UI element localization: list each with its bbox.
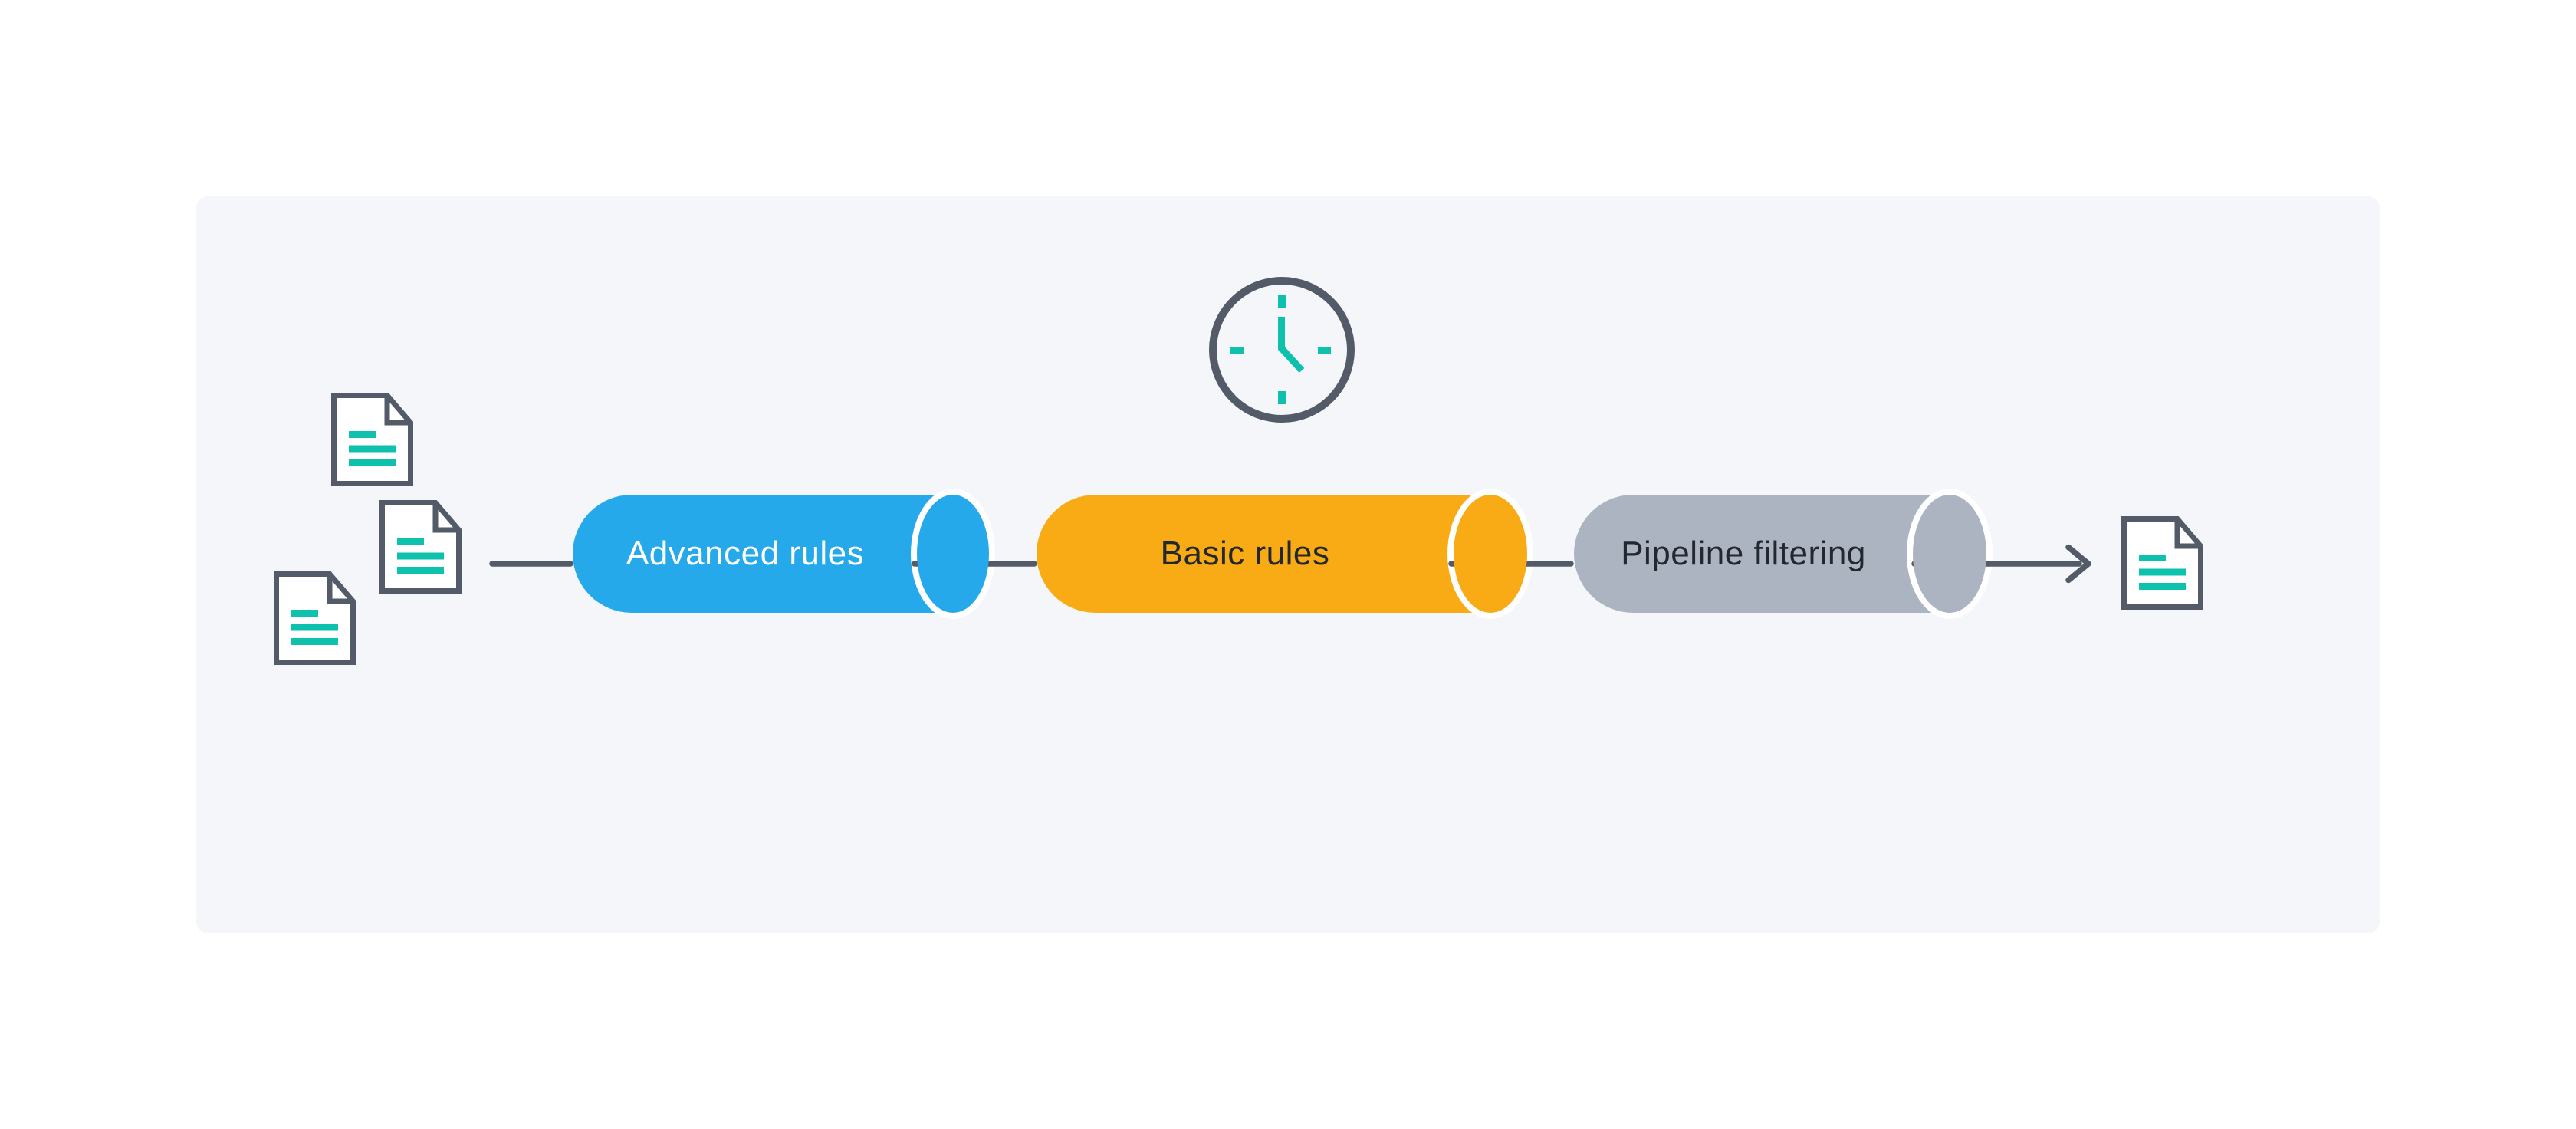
output-document-icon — [2124, 519, 2201, 607]
input-documents-group — [277, 396, 459, 663]
clock-tick-3 — [1318, 347, 1331, 354]
input-document-icon-1 — [334, 396, 411, 484]
advanced-rules-cylinder-body — [573, 495, 953, 613]
arrow-right-icon — [2065, 544, 2091, 584]
clock-tick-9 — [1230, 347, 1244, 354]
advanced-rules-cap — [917, 495, 989, 613]
clock-hands — [1278, 317, 1305, 374]
basic-rules-cylinder-body — [1037, 495, 1490, 613]
clock-tick-6 — [1278, 391, 1286, 404]
clock-tick-12 — [1278, 295, 1286, 308]
input-document-icon-2 — [383, 503, 459, 591]
basic-rules-cap — [1454, 495, 1527, 613]
input-document-icon-3 — [277, 574, 353, 663]
pipeline-filtering-cylinder-body — [1574, 495, 1950, 613]
clock-icon — [1209, 277, 1355, 423]
pipeline-filtering-cap — [1913, 495, 1986, 613]
